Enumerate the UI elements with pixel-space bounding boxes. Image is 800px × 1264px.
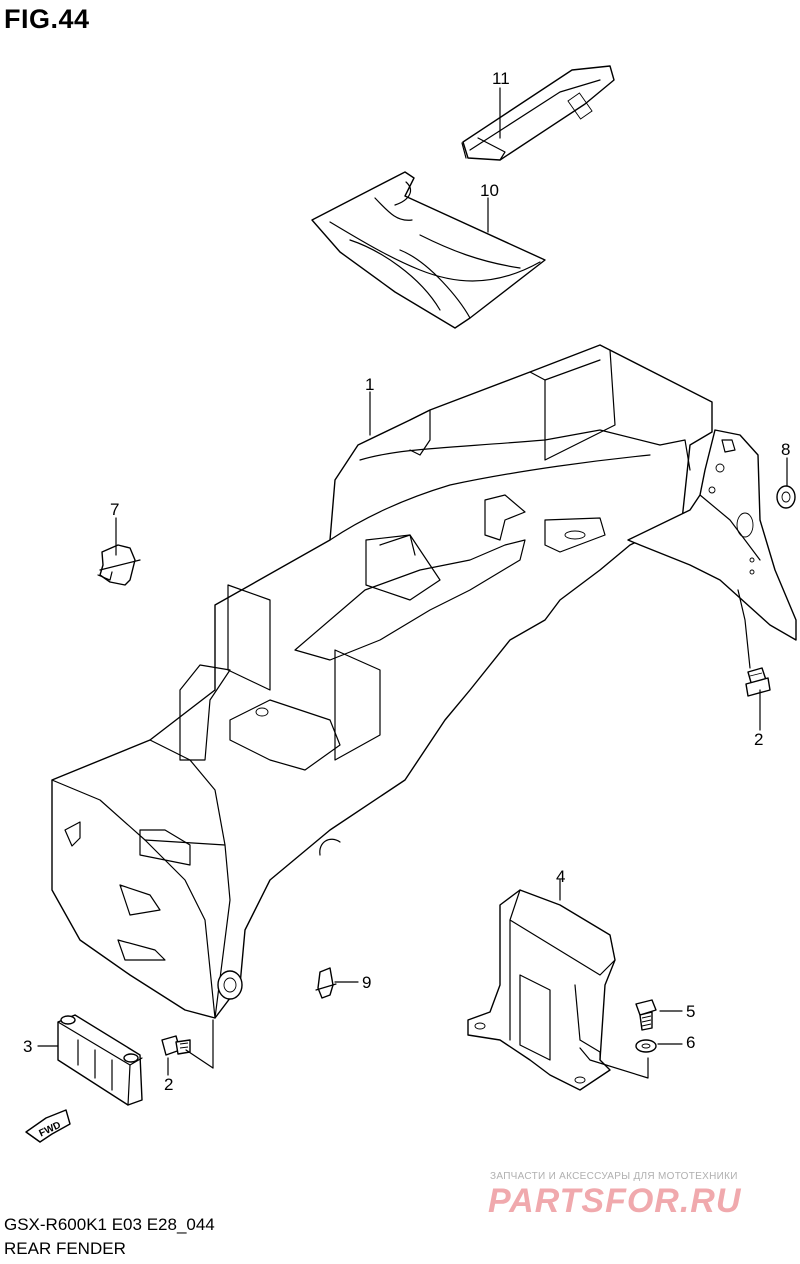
part-clip xyxy=(315,967,337,999)
callout-8: 8 xyxy=(781,440,790,459)
watermark-tagline: ЗАПЧАСТИ И АКСЕССУАРЫ ДЛЯ МОТОТЕХНИКИ xyxy=(490,1171,738,1182)
part-fender-mount-bracket xyxy=(627,429,797,641)
part-band xyxy=(461,65,615,161)
part-bolt xyxy=(635,999,657,1031)
part-rear-fender xyxy=(51,344,713,1019)
callout-2-upper: 2 xyxy=(754,730,763,749)
figure-title: FIG.44 xyxy=(4,4,90,34)
callout-10: 10 xyxy=(480,181,499,200)
part-cushion xyxy=(776,485,796,509)
figure-name: REAR FENDER xyxy=(4,1239,126,1258)
forward-direction-arrow: FWD xyxy=(25,1109,71,1143)
watermark-logo: PARTSFOR.RU xyxy=(488,1182,742,1220)
leader-lines xyxy=(37,87,788,1079)
callout-5: 5 xyxy=(686,1002,695,1021)
part-bolt-lower xyxy=(161,1035,191,1056)
part-reflector-bracket xyxy=(57,1014,143,1106)
callout-9: 9 xyxy=(362,973,371,992)
callout-4: 4 xyxy=(556,867,565,886)
part-bolt-upper xyxy=(745,667,771,697)
model-code: GSX-R600K1 E03 E28_044 xyxy=(4,1215,215,1234)
callout-7: 7 xyxy=(110,500,119,519)
callout-11: 11 xyxy=(492,69,510,88)
callout-1: 1 xyxy=(365,375,374,394)
callout-6: 6 xyxy=(686,1033,695,1052)
part-tool-bag xyxy=(311,171,546,329)
callout-3: 3 xyxy=(23,1037,32,1056)
part-clamp xyxy=(97,544,141,586)
part-washer xyxy=(635,1039,657,1053)
callout-labels: 1 2 2 3 4 5 6 7 8 9 10 11 xyxy=(23,69,790,1094)
callout-2-lower: 2 xyxy=(164,1075,173,1094)
part-cover xyxy=(467,889,616,1091)
